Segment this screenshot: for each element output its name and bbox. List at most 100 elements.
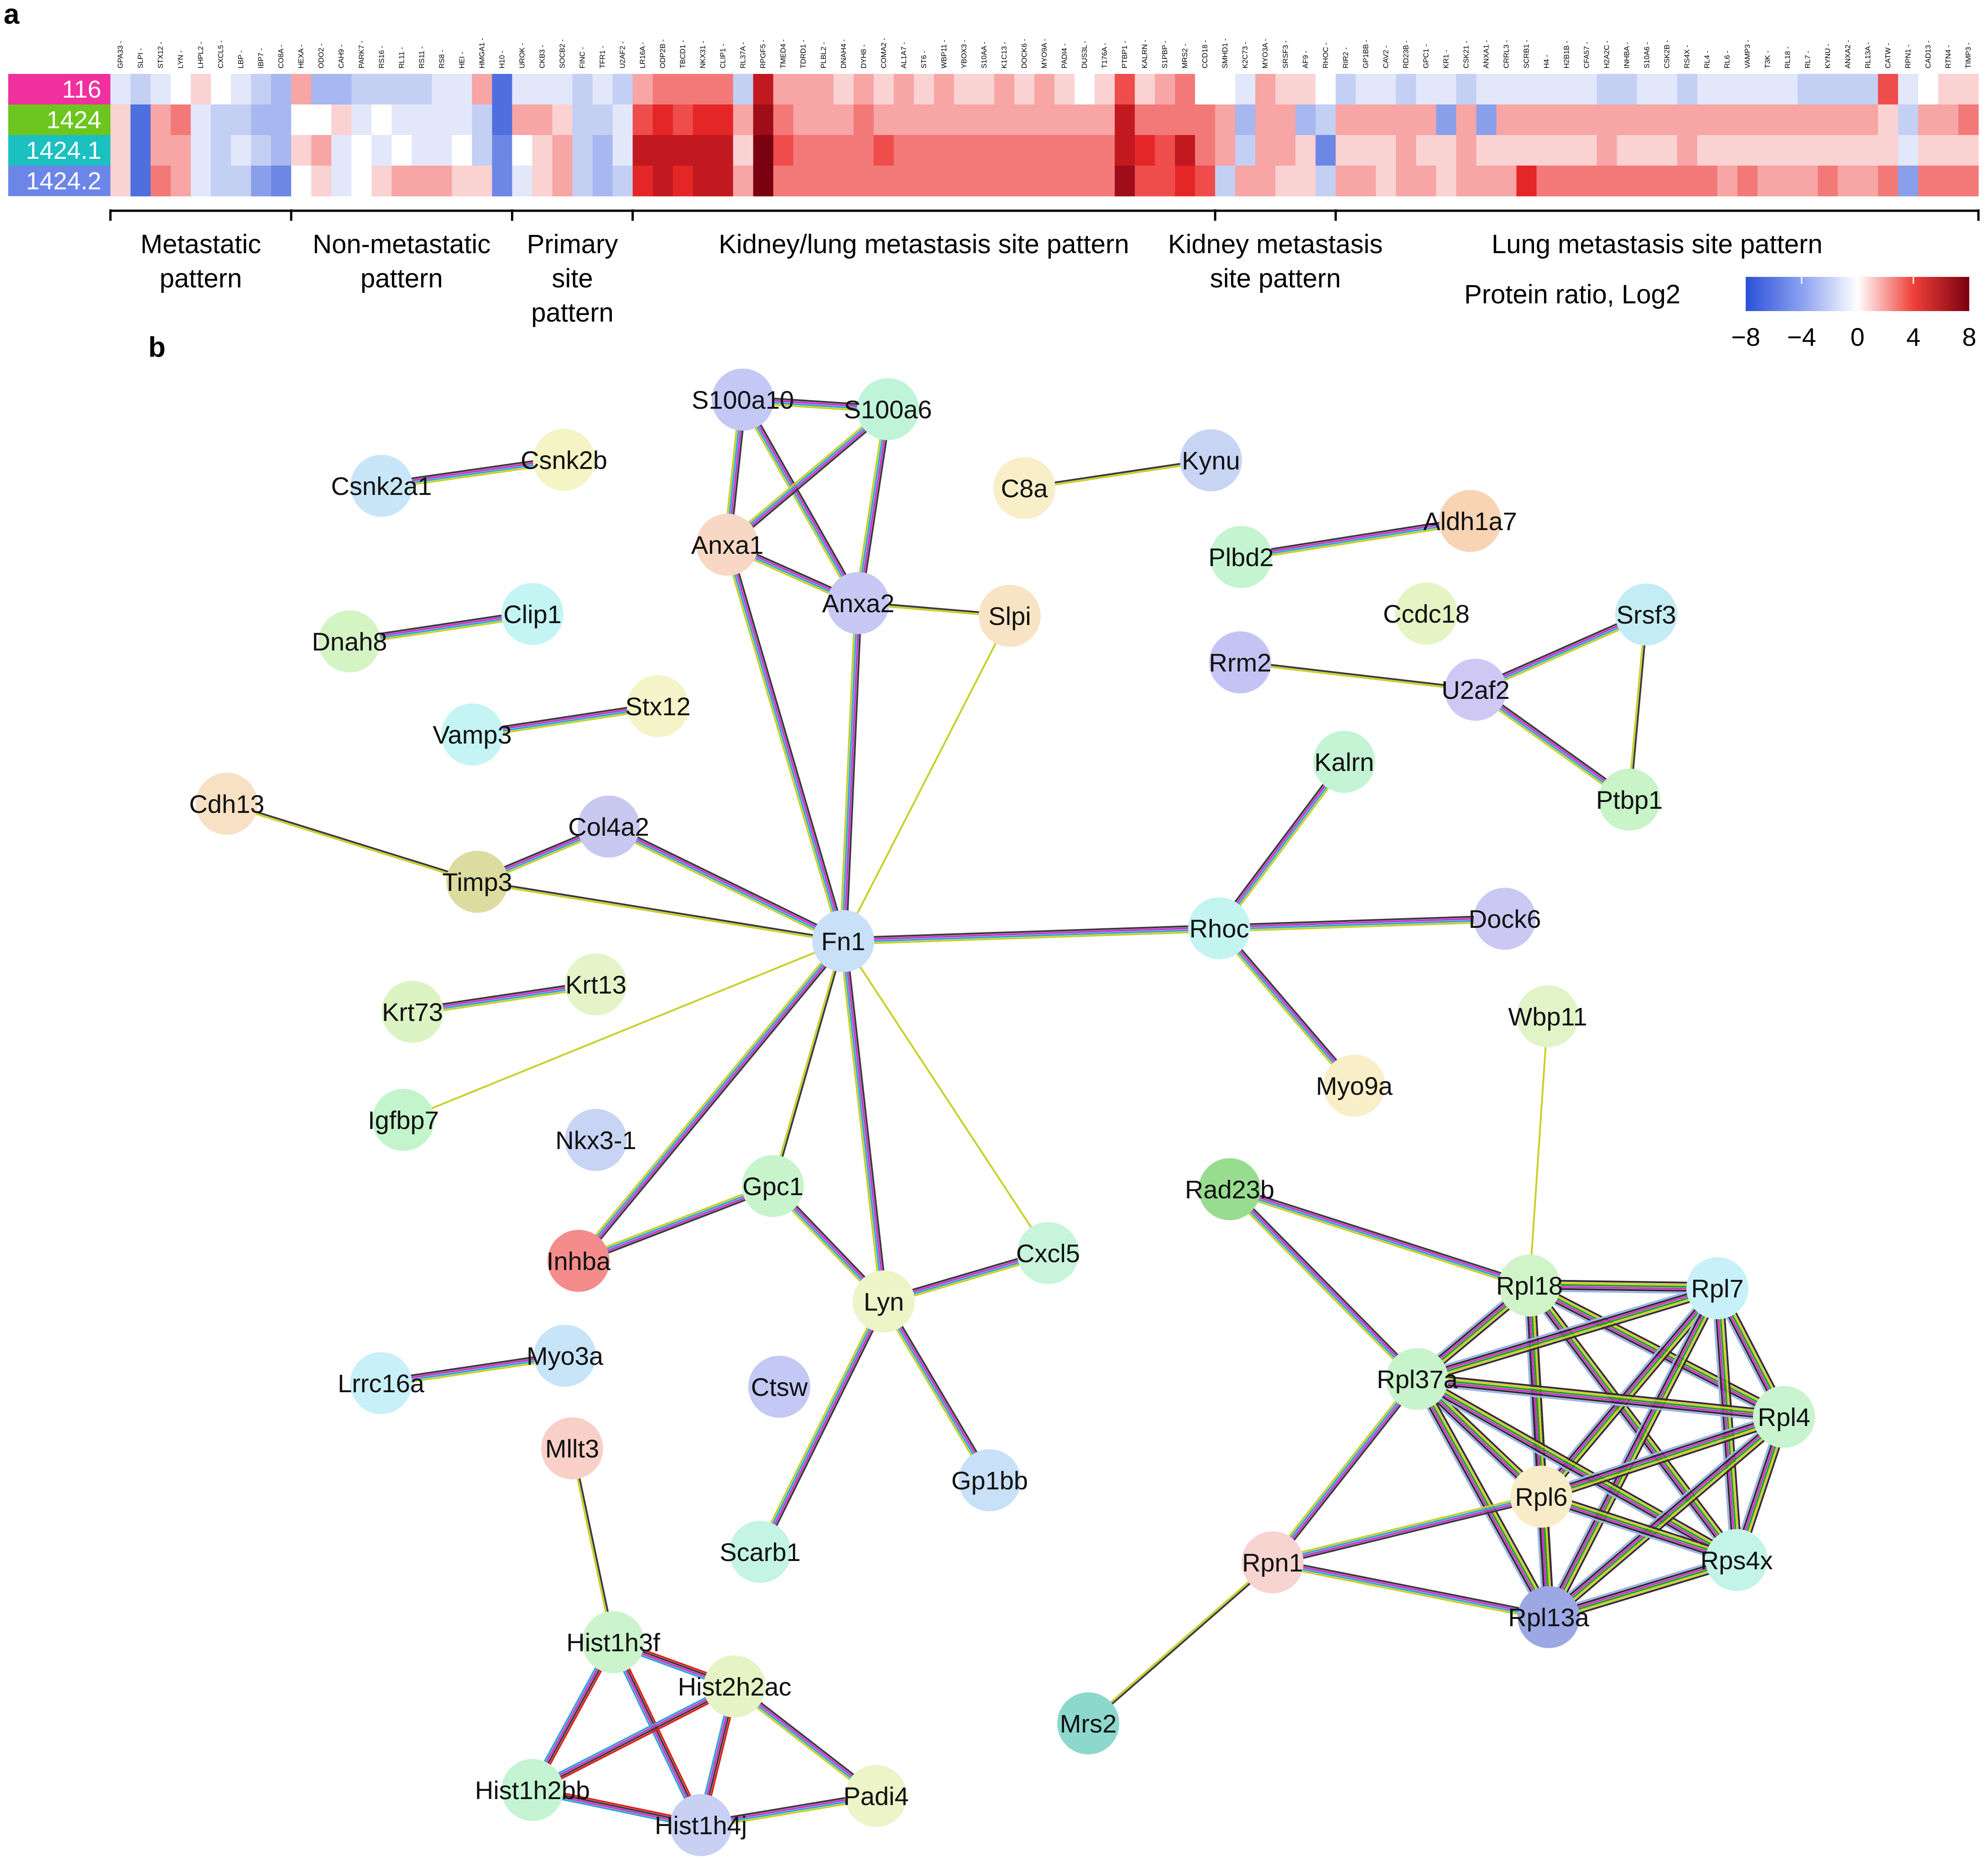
heatmap-cell — [1496, 135, 1517, 166]
node-circle — [1518, 1586, 1580, 1648]
gene-label: ANXA2 - — [1844, 40, 1852, 68]
heatmap-cell — [1677, 135, 1698, 166]
node-circle — [670, 1794, 732, 1856]
heatmap-cell — [291, 104, 312, 135]
heatmap-cell — [1075, 74, 1095, 105]
gene-label: K1C13 - — [1001, 42, 1008, 68]
gene-label: S10A6 - — [1644, 42, 1651, 68]
network-node: Igfbp7 — [368, 1089, 439, 1151]
node-circle — [729, 1521, 791, 1583]
heatmap-cell — [331, 135, 352, 166]
heatmap-cell — [351, 166, 372, 197]
node-circle — [350, 1352, 412, 1414]
heatmap-cell — [1155, 135, 1175, 166]
heatmap-cell — [1115, 74, 1135, 105]
gene-label: RL13A - — [1864, 42, 1872, 68]
network-node: C8a — [993, 457, 1055, 519]
node-circle — [565, 1109, 627, 1171]
network-edge — [1271, 1493, 1543, 1566]
network-edge — [1226, 1186, 1420, 1382]
gene-label: RPGF5 - — [760, 40, 767, 68]
node-circle — [441, 703, 503, 765]
network-node: Vamp3 — [433, 703, 512, 765]
node-circle — [979, 585, 1041, 647]
network-node: Lrrc16a — [338, 1352, 425, 1414]
heatmap-cell — [1436, 74, 1457, 105]
node-circle — [1386, 1348, 1448, 1410]
heatmap-cell — [1516, 74, 1537, 105]
network-edge — [1544, 1412, 1788, 1622]
network-edge — [843, 924, 1220, 945]
heatmap-cell — [1336, 74, 1356, 105]
heatmap-cell — [1315, 135, 1336, 166]
heatmap-cell — [1677, 104, 1698, 135]
heatmap-cell — [1637, 135, 1658, 166]
network-node: Scarb1 — [720, 1521, 801, 1583]
network-node: Ptbp1 — [1596, 769, 1663, 831]
heatmap-cell — [1295, 166, 1316, 197]
sample-label: 1424.1 — [26, 137, 101, 164]
node-circle — [1395, 583, 1457, 645]
heatmap-cell — [753, 166, 774, 197]
colorbar-tick-label: −4 — [1787, 323, 1816, 351]
heatmap-cell — [532, 135, 553, 166]
gene-label: RHOC - — [1322, 42, 1330, 68]
heatmap-cell — [1175, 135, 1195, 166]
network-edge — [1240, 517, 1471, 561]
node-label: Ccdc18 — [1383, 599, 1470, 628]
network-node: Rad23b — [1185, 1158, 1274, 1220]
sample-label: 1424 — [47, 106, 101, 134]
gene-label: CAD13 - — [1925, 41, 1932, 68]
heatmap-cell — [472, 74, 493, 105]
node-label: Anxa2 — [822, 589, 895, 618]
node-label: Rpl18 — [1496, 1271, 1563, 1300]
node-circle — [534, 1325, 596, 1387]
heatmap-cell — [1576, 166, 1597, 197]
heatmap-cell — [1858, 74, 1878, 105]
node-circle — [1199, 1158, 1261, 1220]
gene-label: HEXA - — [297, 45, 305, 68]
node-label: Dock6 — [1469, 905, 1541, 933]
gene-label: HEI - — [458, 52, 466, 68]
node-label: Stx12 — [625, 692, 690, 721]
network-edge — [477, 879, 844, 943]
heatmap-cell — [632, 135, 653, 166]
heatmap-cell — [211, 104, 231, 135]
node-label: Cdh13 — [189, 790, 264, 818]
node-label: Gpc1 — [742, 1172, 804, 1201]
heatmap-cell — [110, 135, 131, 166]
heatmap-cell — [1175, 74, 1195, 105]
node-label: Col4a2 — [568, 812, 649, 841]
node-circle — [501, 583, 564, 645]
network-node: Plbd2 — [1208, 526, 1274, 588]
heatmap-cell — [311, 104, 332, 135]
heatmap-cell — [1396, 104, 1416, 135]
heatmap-cell — [1034, 74, 1055, 105]
node-circle — [565, 953, 627, 1015]
heatmap-cell — [1777, 166, 1798, 197]
network-node: Inhba — [547, 1230, 611, 1292]
heatmap-cell — [492, 135, 513, 166]
network-edge — [1539, 1411, 1786, 1503]
heatmap-cell — [833, 166, 854, 197]
heatmap-cell — [1737, 135, 1758, 166]
heatmap-cell — [954, 135, 975, 166]
heatmap-cell — [552, 166, 573, 197]
network-node: Ccdc18 — [1383, 583, 1470, 645]
colorbar-tick-label: 0 — [1850, 323, 1864, 351]
heatmap-cell — [1115, 104, 1135, 135]
node-label: Mllt3 — [545, 1434, 599, 1463]
network-edge — [1474, 610, 1648, 694]
gene-label: ODO2 - — [318, 43, 325, 68]
network-node: Aldh1a7 — [1423, 490, 1517, 552]
network-edge — [854, 408, 892, 604]
node-label: Rpn1 — [1242, 1548, 1303, 1577]
heatmap-cell — [1396, 135, 1416, 166]
heatmap-cell — [452, 135, 472, 166]
gene-label: RS8 - — [438, 50, 446, 68]
network-node: Rpn1 — [1242, 1531, 1304, 1593]
heatmap-cell — [994, 166, 1015, 197]
network-node: Wbp11 — [1508, 985, 1587, 1047]
heatmap-cell — [1576, 104, 1597, 135]
node-label: S100a6 — [844, 395, 932, 424]
